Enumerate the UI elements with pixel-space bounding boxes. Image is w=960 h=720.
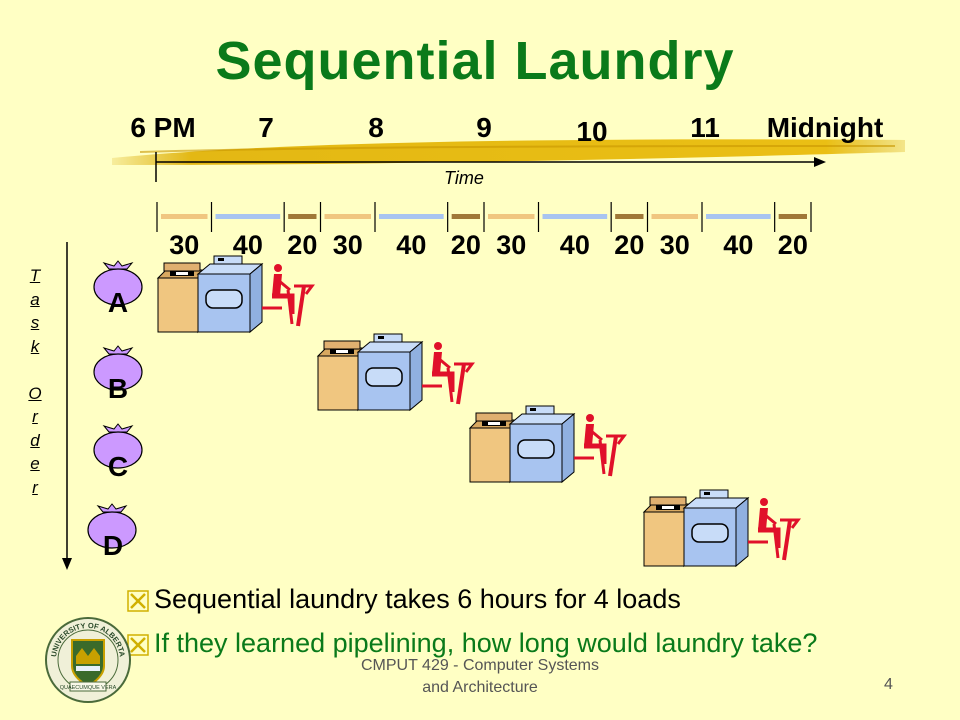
stage-duration-label: 30 xyxy=(496,230,526,260)
task-label: A xyxy=(107,287,129,318)
slide-title: Sequential Laundry xyxy=(215,31,735,91)
brush-stroke xyxy=(112,139,905,165)
stage-duration-label: 30 xyxy=(333,230,363,260)
dryer-icon xyxy=(356,333,424,412)
hour-label: 7 xyxy=(258,112,274,143)
folder-person-icon xyxy=(262,264,315,327)
laundry-bag-icon xyxy=(93,260,143,306)
university-crest-logo: QUAECUMQUE VERA UNIVERSITY OF ALBERTA xyxy=(45,617,131,703)
folder-person-icon xyxy=(574,414,627,477)
time-axis-label: Time xyxy=(444,168,484,188)
stage-segment xyxy=(706,214,771,219)
bullet-marks xyxy=(127,590,149,656)
stage-duration-label: 30 xyxy=(660,230,690,260)
stage-duration-label: 20 xyxy=(614,230,644,260)
stage-segment xyxy=(161,214,208,219)
crest-motto: QUAECUMQUE VERA xyxy=(60,685,117,691)
footer-line: CMPUT 429 - Computer Systems xyxy=(361,657,599,674)
dryer-icon xyxy=(682,489,750,568)
dryer-icon xyxy=(508,405,576,484)
stage-segment xyxy=(379,214,444,219)
stage-duration-label: 20 xyxy=(451,230,481,260)
stage-segment xyxy=(451,214,480,219)
appliance-group xyxy=(316,333,475,412)
stage-segment xyxy=(778,214,807,219)
task-order-arrow xyxy=(62,242,72,570)
stage-duration-label: 30 xyxy=(169,230,199,260)
hour-label: 8 xyxy=(368,112,384,143)
hour-label: 9 xyxy=(476,112,492,143)
dryer-icon xyxy=(196,255,264,334)
bullet-item: If they learned pipelining, how long wou… xyxy=(128,628,817,659)
bullet-item: Sequential laundry takes 6 hours for 4 l… xyxy=(128,584,681,615)
task-label: B xyxy=(107,373,129,404)
washer-icon xyxy=(468,412,520,484)
task-label: C xyxy=(107,451,129,482)
stage-duration-label: 40 xyxy=(233,230,263,260)
stage-segment xyxy=(488,214,535,219)
bullet-text: If they learned pipelining, how long wou… xyxy=(154,628,818,658)
hour-label: 6 PM xyxy=(130,112,196,143)
folder-person-icon xyxy=(748,498,801,561)
laundry-bags xyxy=(87,260,143,549)
time-axis-arrow xyxy=(155,152,826,182)
stage-duration-label: 20 xyxy=(778,230,808,260)
stage-segment xyxy=(324,214,371,219)
hour-label: 10 xyxy=(576,116,608,147)
stage-duration-label: 40 xyxy=(396,230,426,260)
task-order-label: T a s k O r d e r xyxy=(28,266,42,497)
hour-label: Midnight xyxy=(766,112,884,143)
appliance-group xyxy=(642,489,801,568)
laundry-bag-icon xyxy=(93,423,143,469)
appliance-group xyxy=(156,255,315,334)
laundry-bag-icon xyxy=(93,345,143,391)
laundry-bag-icon xyxy=(87,503,137,549)
appliance-groups xyxy=(156,255,801,568)
bullet-text: Sequential laundry takes 6 hours for 4 l… xyxy=(154,584,681,614)
stage-duration-label: 40 xyxy=(723,230,753,260)
stage-segment xyxy=(215,214,281,219)
stage-segment xyxy=(651,214,698,219)
footer: CMPUT 429 - Computer Systems and Archite… xyxy=(330,655,630,699)
stage-segments xyxy=(156,202,812,232)
stage-durations: 30 40 20 30 40 20 30 40 20 30 40 20 xyxy=(169,230,808,260)
stage-duration-label: 20 xyxy=(287,230,317,260)
page-number: 4 xyxy=(884,676,893,693)
folder-person-icon xyxy=(422,342,475,405)
footer-line: and Architecture xyxy=(422,679,538,696)
task-label: D xyxy=(102,530,124,561)
stage-segment xyxy=(288,214,317,219)
appliance-group xyxy=(468,405,627,484)
bullet-mark-icon xyxy=(127,590,149,612)
hour-label: 11 xyxy=(690,112,720,143)
stage-segment xyxy=(542,214,608,219)
stage-duration-label: 40 xyxy=(560,230,590,260)
stage-segment xyxy=(615,214,644,219)
